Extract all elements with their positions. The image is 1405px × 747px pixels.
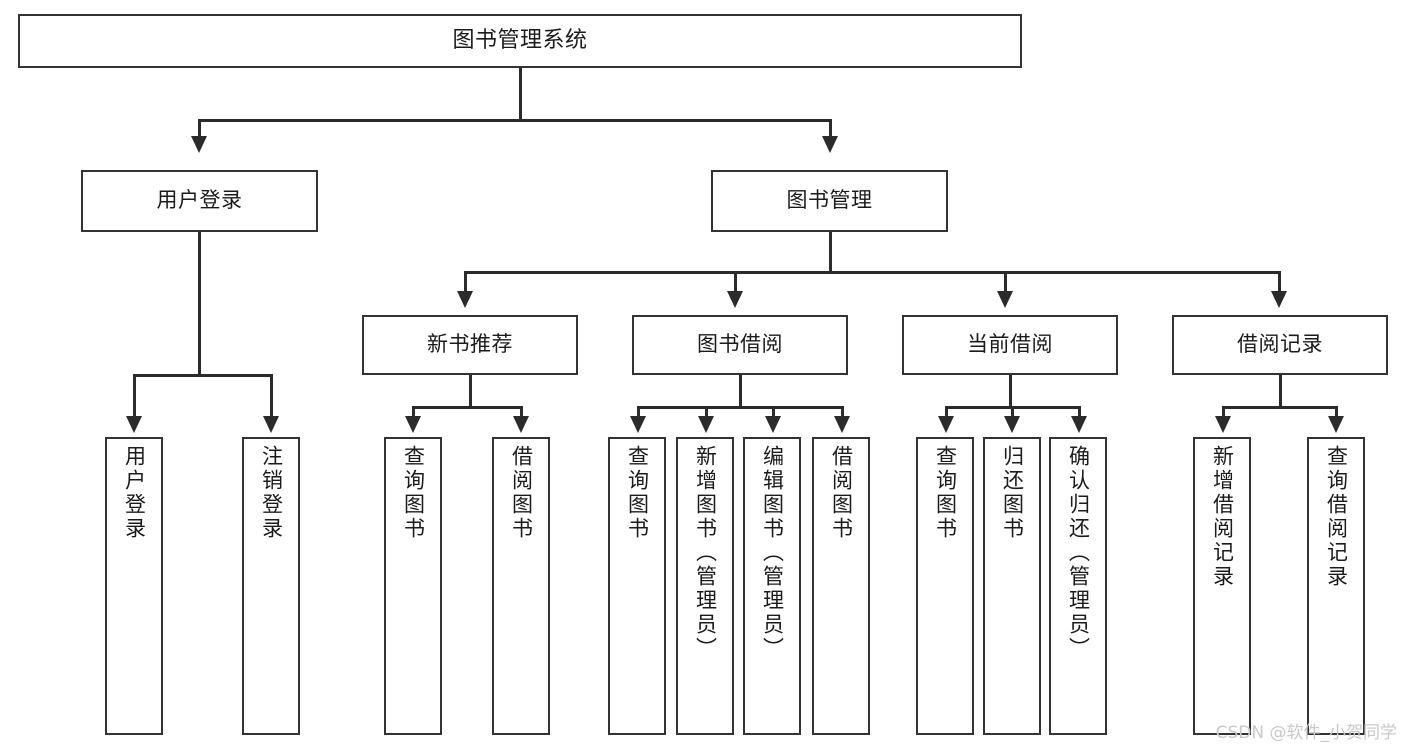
leaf-user-login-2[interactable]: 注销登录 [242, 437, 300, 735]
node-label: 借阅记录 [1237, 332, 1323, 357]
connector-to-book-borrow [734, 271, 737, 293]
connector-book-borrow-l1 [637, 406, 640, 418]
node-label: 新书推荐 [427, 332, 513, 357]
connector-current-borrow-stem [1009, 375, 1012, 408]
node-label: 注销登录 [259, 445, 284, 541]
connector-book-borrow-stem [739, 375, 742, 408]
connector-new-book-l2 [520, 406, 523, 418]
leaf-book-borrow-1[interactable]: 查询图书 [608, 437, 666, 735]
node-label: 用户登录 [156, 188, 243, 213]
connector-user-login-left [133, 374, 136, 418]
leaf-borrow-record-1[interactable]: 新增借阅记录 [1193, 437, 1251, 735]
arrow-book-borrow-leaf-1 [630, 416, 646, 433]
connector-user-login-right [270, 374, 273, 418]
arrow-user-login-leaf-1 [126, 416, 142, 433]
arrow-root-to-user-login [191, 136, 207, 153]
connector-root-stem [519, 68, 522, 120]
node-label: 确认归还（管理员） [1066, 445, 1091, 661]
arrow-book-borrow-leaf-4 [834, 416, 850, 433]
connector-root-bus [198, 119, 831, 122]
arrow-user-login-leaf-2 [263, 416, 279, 433]
arrow-borrow-record-leaf-2 [1328, 416, 1344, 433]
leaf-user-login-1[interactable]: 用户登录 [105, 437, 163, 735]
node-label: 借阅图书 [829, 445, 854, 541]
node-current-borrow[interactable]: 当前借阅 [902, 315, 1118, 375]
arrow-book-borrow-leaf-2 [698, 416, 714, 433]
leaf-new-book-2[interactable]: 借阅图书 [492, 437, 550, 735]
arrow-current-borrow-leaf-2 [1004, 416, 1020, 433]
leaf-book-borrow-4[interactable]: 借阅图书 [812, 437, 870, 735]
connector-new-book-l1 [412, 406, 415, 418]
arrow-new-book-leaf-1 [405, 416, 421, 433]
connector-book-borrow-l4 [841, 406, 844, 418]
connector-borrow-record-l1 [1222, 406, 1225, 418]
arrow-borrow-record-leaf-1 [1215, 416, 1231, 433]
connector-to-new-book [464, 271, 467, 293]
node-label: 借阅图书 [509, 445, 534, 541]
connector-book-management-stem [829, 232, 832, 272]
node-root-book-management-system[interactable]: 图书管理系统 [18, 14, 1022, 68]
node-label: 查询借阅记录 [1324, 445, 1349, 589]
node-label: 编辑图书（管理员） [760, 445, 785, 661]
connector-to-current-borrow [1004, 271, 1007, 293]
node-borrow-record[interactable]: 借阅记录 [1172, 315, 1388, 375]
connector-user-login-bus [133, 374, 272, 377]
connector-new-book-stem [469, 375, 472, 408]
leaf-current-borrow-2[interactable]: 归还图书 [983, 437, 1041, 735]
arrow-to-current-borrow [997, 291, 1013, 308]
arrow-root-to-book-management [822, 136, 838, 153]
leaf-new-book-1[interactable]: 查询图书 [384, 437, 442, 735]
node-label: 新增图书（管理员） [693, 445, 718, 661]
connector-current-borrow-l2 [1011, 406, 1014, 418]
node-label: 用户登录 [122, 445, 147, 541]
connector-new-book-bus [412, 406, 522, 409]
connector-root-to-book-management [829, 119, 832, 138]
watermark: CSDN @软件_小贺同学 [1215, 723, 1397, 743]
connector-book-borrow-l3 [772, 406, 775, 418]
arrow-to-new-book [457, 291, 473, 308]
node-new-book-recommend[interactable]: 新书推荐 [362, 315, 578, 375]
connector-level3-bus [464, 271, 1280, 274]
connector-book-borrow-l2 [705, 406, 708, 418]
connector-borrow-record-bus [1222, 406, 1337, 409]
leaf-borrow-record-2[interactable]: 查询借阅记录 [1307, 437, 1365, 735]
node-label: 图书管理 [786, 188, 873, 213]
arrow-current-borrow-leaf-3 [1071, 416, 1087, 433]
leaf-book-borrow-3[interactable]: 编辑图书（管理员） [743, 437, 801, 735]
node-label: 查询图书 [933, 445, 958, 541]
node-label: 新增借阅记录 [1210, 445, 1235, 589]
connector-borrow-record-stem [1279, 375, 1282, 408]
node-label: 图书借阅 [697, 332, 783, 357]
node-user-login[interactable]: 用户登录 [81, 170, 318, 232]
connector-user-login-stem [198, 232, 201, 376]
node-book-borrow[interactable]: 图书借阅 [632, 315, 848, 375]
node-label: 当前借阅 [967, 332, 1053, 357]
node-label: 查询图书 [625, 445, 650, 541]
node-book-management[interactable]: 图书管理 [711, 170, 948, 232]
node-label: 归还图书 [1000, 445, 1025, 541]
node-label: 图书管理系统 [452, 27, 588, 53]
leaf-current-borrow-3[interactable]: 确认归还（管理员） [1049, 437, 1107, 735]
connector-borrow-record-l2 [1335, 406, 1338, 418]
leaf-current-borrow-1[interactable]: 查询图书 [916, 437, 974, 735]
arrow-current-borrow-leaf-1 [938, 416, 954, 433]
arrow-to-book-borrow [727, 291, 743, 308]
connector-book-borrow-bus [637, 406, 843, 409]
connector-current-borrow-l1 [945, 406, 948, 418]
arrow-book-borrow-leaf-3 [765, 416, 781, 433]
node-label: 查询图书 [401, 445, 426, 541]
arrow-new-book-leaf-2 [513, 416, 529, 433]
connector-to-borrow-record [1278, 271, 1281, 293]
connector-current-borrow-l3 [1078, 406, 1081, 418]
arrow-to-borrow-record [1271, 291, 1287, 308]
leaf-book-borrow-2[interactable]: 新增图书（管理员） [676, 437, 734, 735]
connector-root-to-user-login [198, 119, 201, 138]
